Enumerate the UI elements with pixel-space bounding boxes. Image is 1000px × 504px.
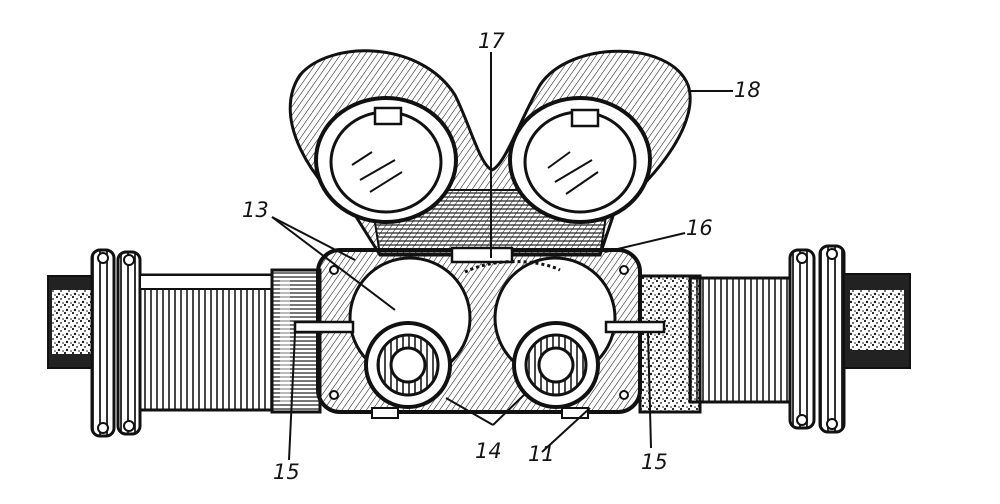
callout-11: 11 — [528, 442, 555, 466]
callout-16: 16 — [686, 216, 713, 240]
left-shaft — [47, 248, 322, 438]
leader-lines — [271, 52, 733, 461]
callout-15-left: 15 — [273, 460, 300, 484]
callout-17: 17 — [478, 29, 505, 53]
callout-14: 14 — [475, 439, 502, 463]
callout-15-right: 15 — [641, 450, 668, 474]
callout-18: 18 — [734, 78, 761, 102]
right-shaft — [638, 244, 911, 434]
eyepiece-hood — [288, 49, 692, 257]
callout-13: 13 — [242, 198, 269, 222]
gearbox-housing — [293, 246, 666, 419]
